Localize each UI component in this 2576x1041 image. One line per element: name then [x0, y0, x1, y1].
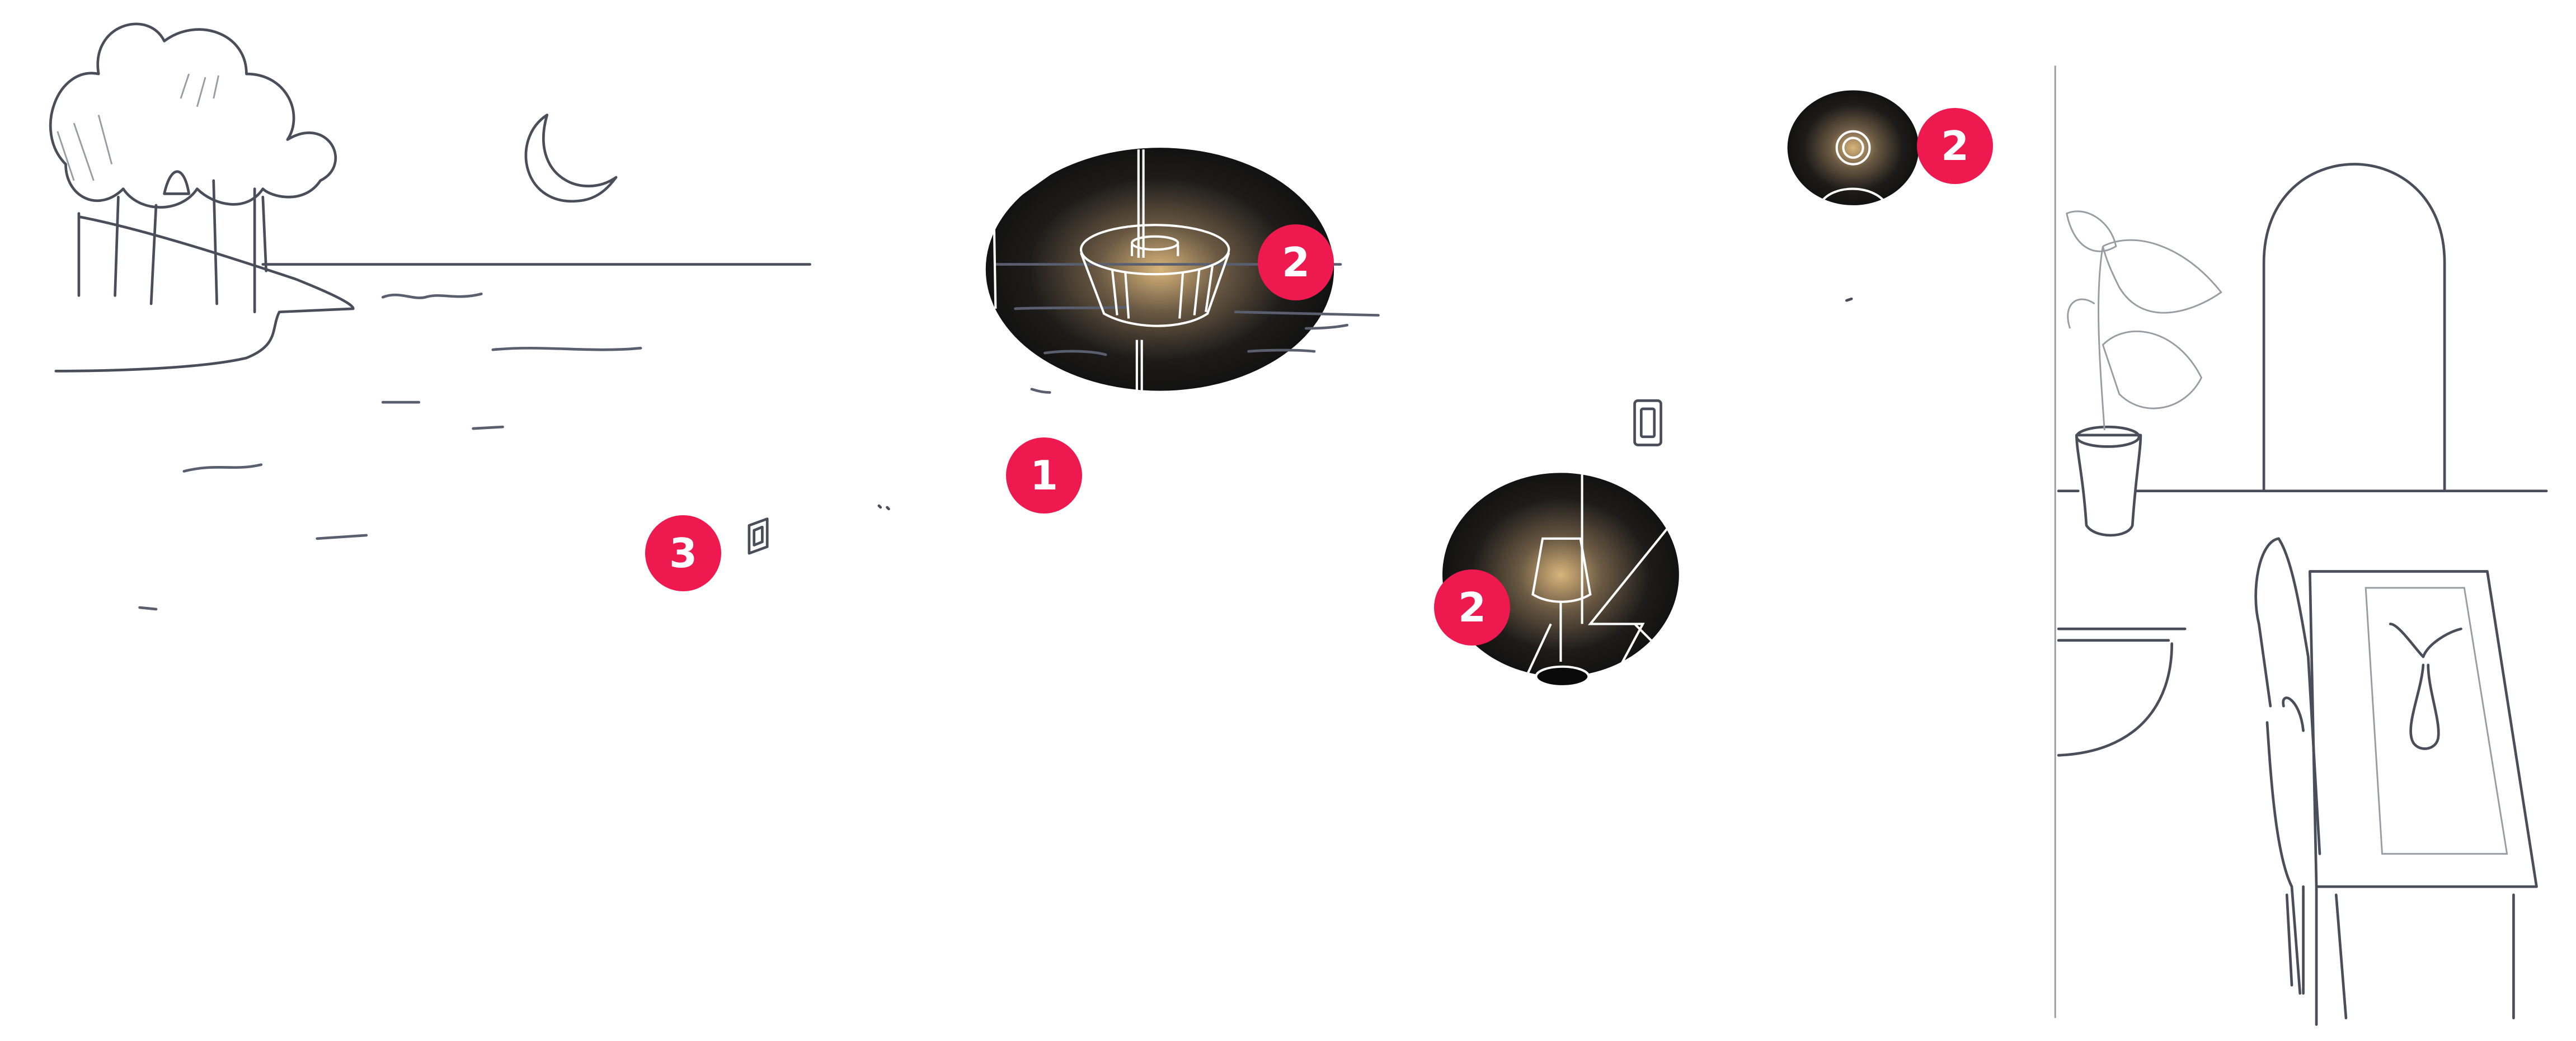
wall-switch-icon: [748, 504, 890, 555]
shoreline-and-water: [54, 215, 1051, 611]
pendant-lamp-spotlight: [985, 148, 1380, 391]
dining-room-illustration: [2054, 65, 2548, 1026]
step-badge-3[interactable]: 3: [645, 515, 721, 591]
step-badge-2-table-lamp[interactable]: 2: [1434, 569, 1510, 646]
step-badge-2-pendant[interactable]: 2: [1258, 224, 1334, 300]
wall-switch-icon-2: [1633, 399, 1662, 446]
moon-icon: [524, 114, 618, 203]
wall-light-spotlight: [1787, 90, 1919, 302]
step-badge-1[interactable]: 1: [1006, 437, 1082, 514]
step-badge-2-wall-light[interactable]: 2: [1917, 108, 1993, 184]
trees-illustration: [49, 22, 337, 314]
